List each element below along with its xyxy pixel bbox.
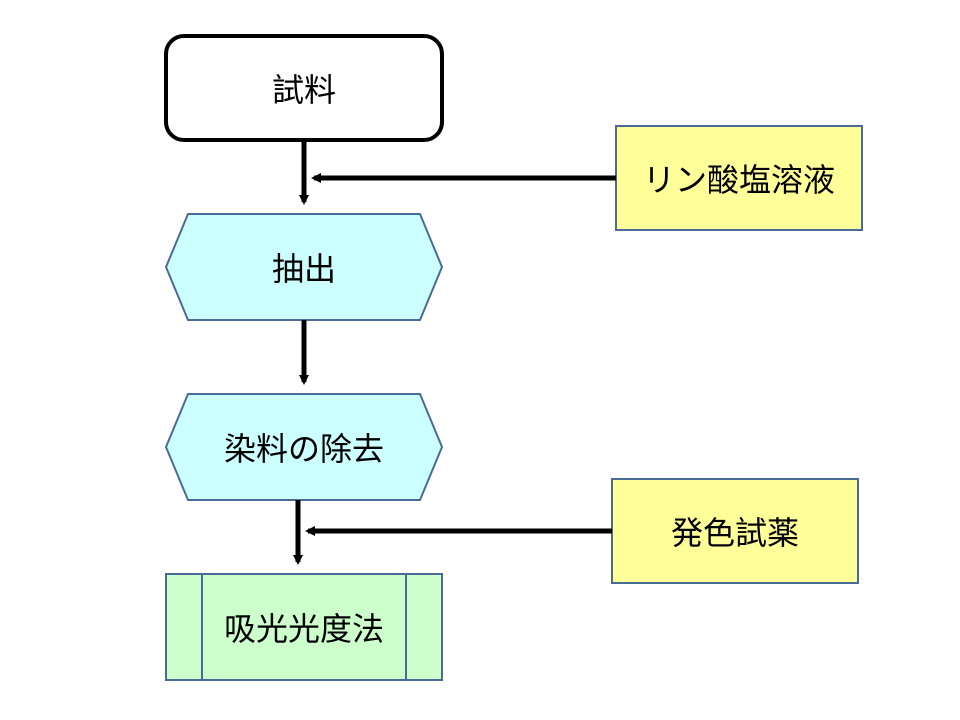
phosphate-label: リン酸塩溶液 xyxy=(642,161,835,199)
extraction-label: 抽出 xyxy=(271,250,336,288)
absorbance-label: 吸光光度法 xyxy=(223,610,384,648)
dye-removal-label: 染料の除去 xyxy=(223,430,384,468)
sample-label: 試料 xyxy=(271,71,336,109)
dye-removal-hexagon-shape xyxy=(164,393,444,501)
phosphate-box-shape xyxy=(615,125,863,231)
extraction-hexagon-shape xyxy=(164,213,444,321)
absorbance-process-shape xyxy=(165,573,443,681)
reagent-label: 発色試薬 xyxy=(670,514,799,552)
reagent-box-shape xyxy=(611,478,859,584)
